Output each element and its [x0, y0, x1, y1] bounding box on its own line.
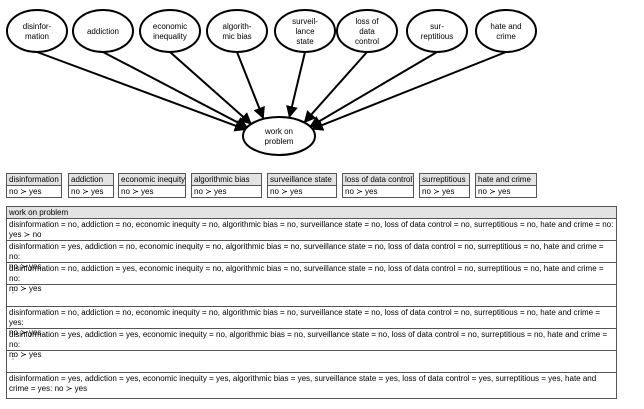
cause-node-0-label: mation [25, 32, 49, 41]
edge-0 [36, 51, 247, 132]
variable-values: no ≻ yes [194, 187, 227, 196]
cause-node-1-ellipse [72, 9, 134, 53]
cause-node-7-ellipse [475, 9, 537, 53]
cpt-row: disinformation = no, addiction = yes, ec… [7, 263, 616, 293]
variable-values: no ≻ yes [478, 187, 511, 196]
cause-node-3: algorith-mic bias [206, 9, 268, 53]
effect-node-label: work on [264, 127, 293, 136]
cause-node-4-ellipse [274, 9, 336, 53]
effect-node-label: problem [265, 137, 294, 146]
edge-3 [236, 51, 265, 120]
variable-name: surveillance state [268, 174, 336, 186]
cause-node-0: disinfor-mation [6, 9, 68, 53]
cause-node-5-ellipse [336, 9, 398, 53]
variable-name: disinformation [7, 174, 61, 186]
cause-node-3-label: mic bias [222, 32, 251, 41]
variable-name: surreptitious [420, 174, 469, 186]
variable-name: economic inequity [119, 174, 186, 186]
cause-node-2-ellipse [139, 9, 201, 53]
variable-values: no ≻ yes [345, 187, 378, 196]
cause-node-3-ellipse [206, 9, 268, 53]
cpt-row: ⋮ [7, 285, 616, 307]
cause-node-6: sur-reptitious [406, 9, 468, 53]
dependency-graph: disinfor-mation addiction economicinequali… [6, 9, 537, 156]
edge-2 [169, 51, 252, 125]
edge-5 [303, 51, 368, 124]
cause-node-5-label: control [355, 37, 379, 46]
cause-node-0-label: disinfor- [23, 22, 52, 31]
cpt-row: disinformation = no, addiction = no, eco… [7, 307, 616, 337]
edge-1 [102, 51, 249, 129]
cause-node-6-ellipse [406, 9, 468, 53]
edge-4 [286, 51, 306, 119]
cause-node-4-label: lance [295, 27, 315, 36]
variable-name: hate and crime [476, 174, 536, 186]
variable-values: no ≻ yes [9, 187, 42, 196]
cpt-row: disinformation = no, addiction = no, eco… [7, 219, 616, 241]
variable-values: no ≻ yes [422, 187, 455, 196]
cause-node-4-label: surveil- [292, 17, 318, 26]
cause-node-1-label: addiction [87, 27, 119, 36]
cpt-table: work on problem disinformation = no, add… [6, 206, 617, 399]
variable-values: no ≻ yes [270, 187, 303, 196]
effect-node-ellipse [242, 116, 316, 156]
cause-node-3-label: algorith- [223, 22, 252, 31]
cause-node-7-label: crime [496, 32, 516, 41]
cpt-title: work on problem [7, 207, 616, 219]
cause-node-5-label: loss of [355, 17, 379, 26]
cpt-row: ⋮ [7, 351, 616, 373]
cause-node-6-label: reptitious [421, 32, 453, 41]
cause-node-4-label: state [296, 37, 314, 46]
variable-name: addiction [69, 174, 113, 186]
variable-name: loss of data control [343, 174, 413, 186]
edge-6 [309, 51, 438, 128]
cause-node-2-label: inequality [153, 32, 187, 41]
cause-node-0-ellipse [6, 9, 68, 53]
variable-values: no ≻ yes [71, 187, 104, 196]
cpt-row: disinformation = yes, addiction = yes, e… [7, 329, 616, 359]
cause-node-6-label: sur- [430, 22, 444, 31]
variable-values: no ≻ yes [121, 187, 154, 196]
cpt-row: disinformation = yes, addiction = no, ec… [7, 241, 616, 271]
cpt-row: disinformation = yes, addiction = yes, e… [9, 374, 599, 393]
cause-node-5-label: data [359, 27, 375, 36]
variable-name: algorithmic bias [192, 174, 261, 186]
cause-node-7-label: hate and [490, 22, 521, 31]
cause-node-1: addiction [72, 9, 134, 53]
edge-7 [310, 51, 507, 131]
cause-node-2-label: economic [153, 22, 187, 31]
